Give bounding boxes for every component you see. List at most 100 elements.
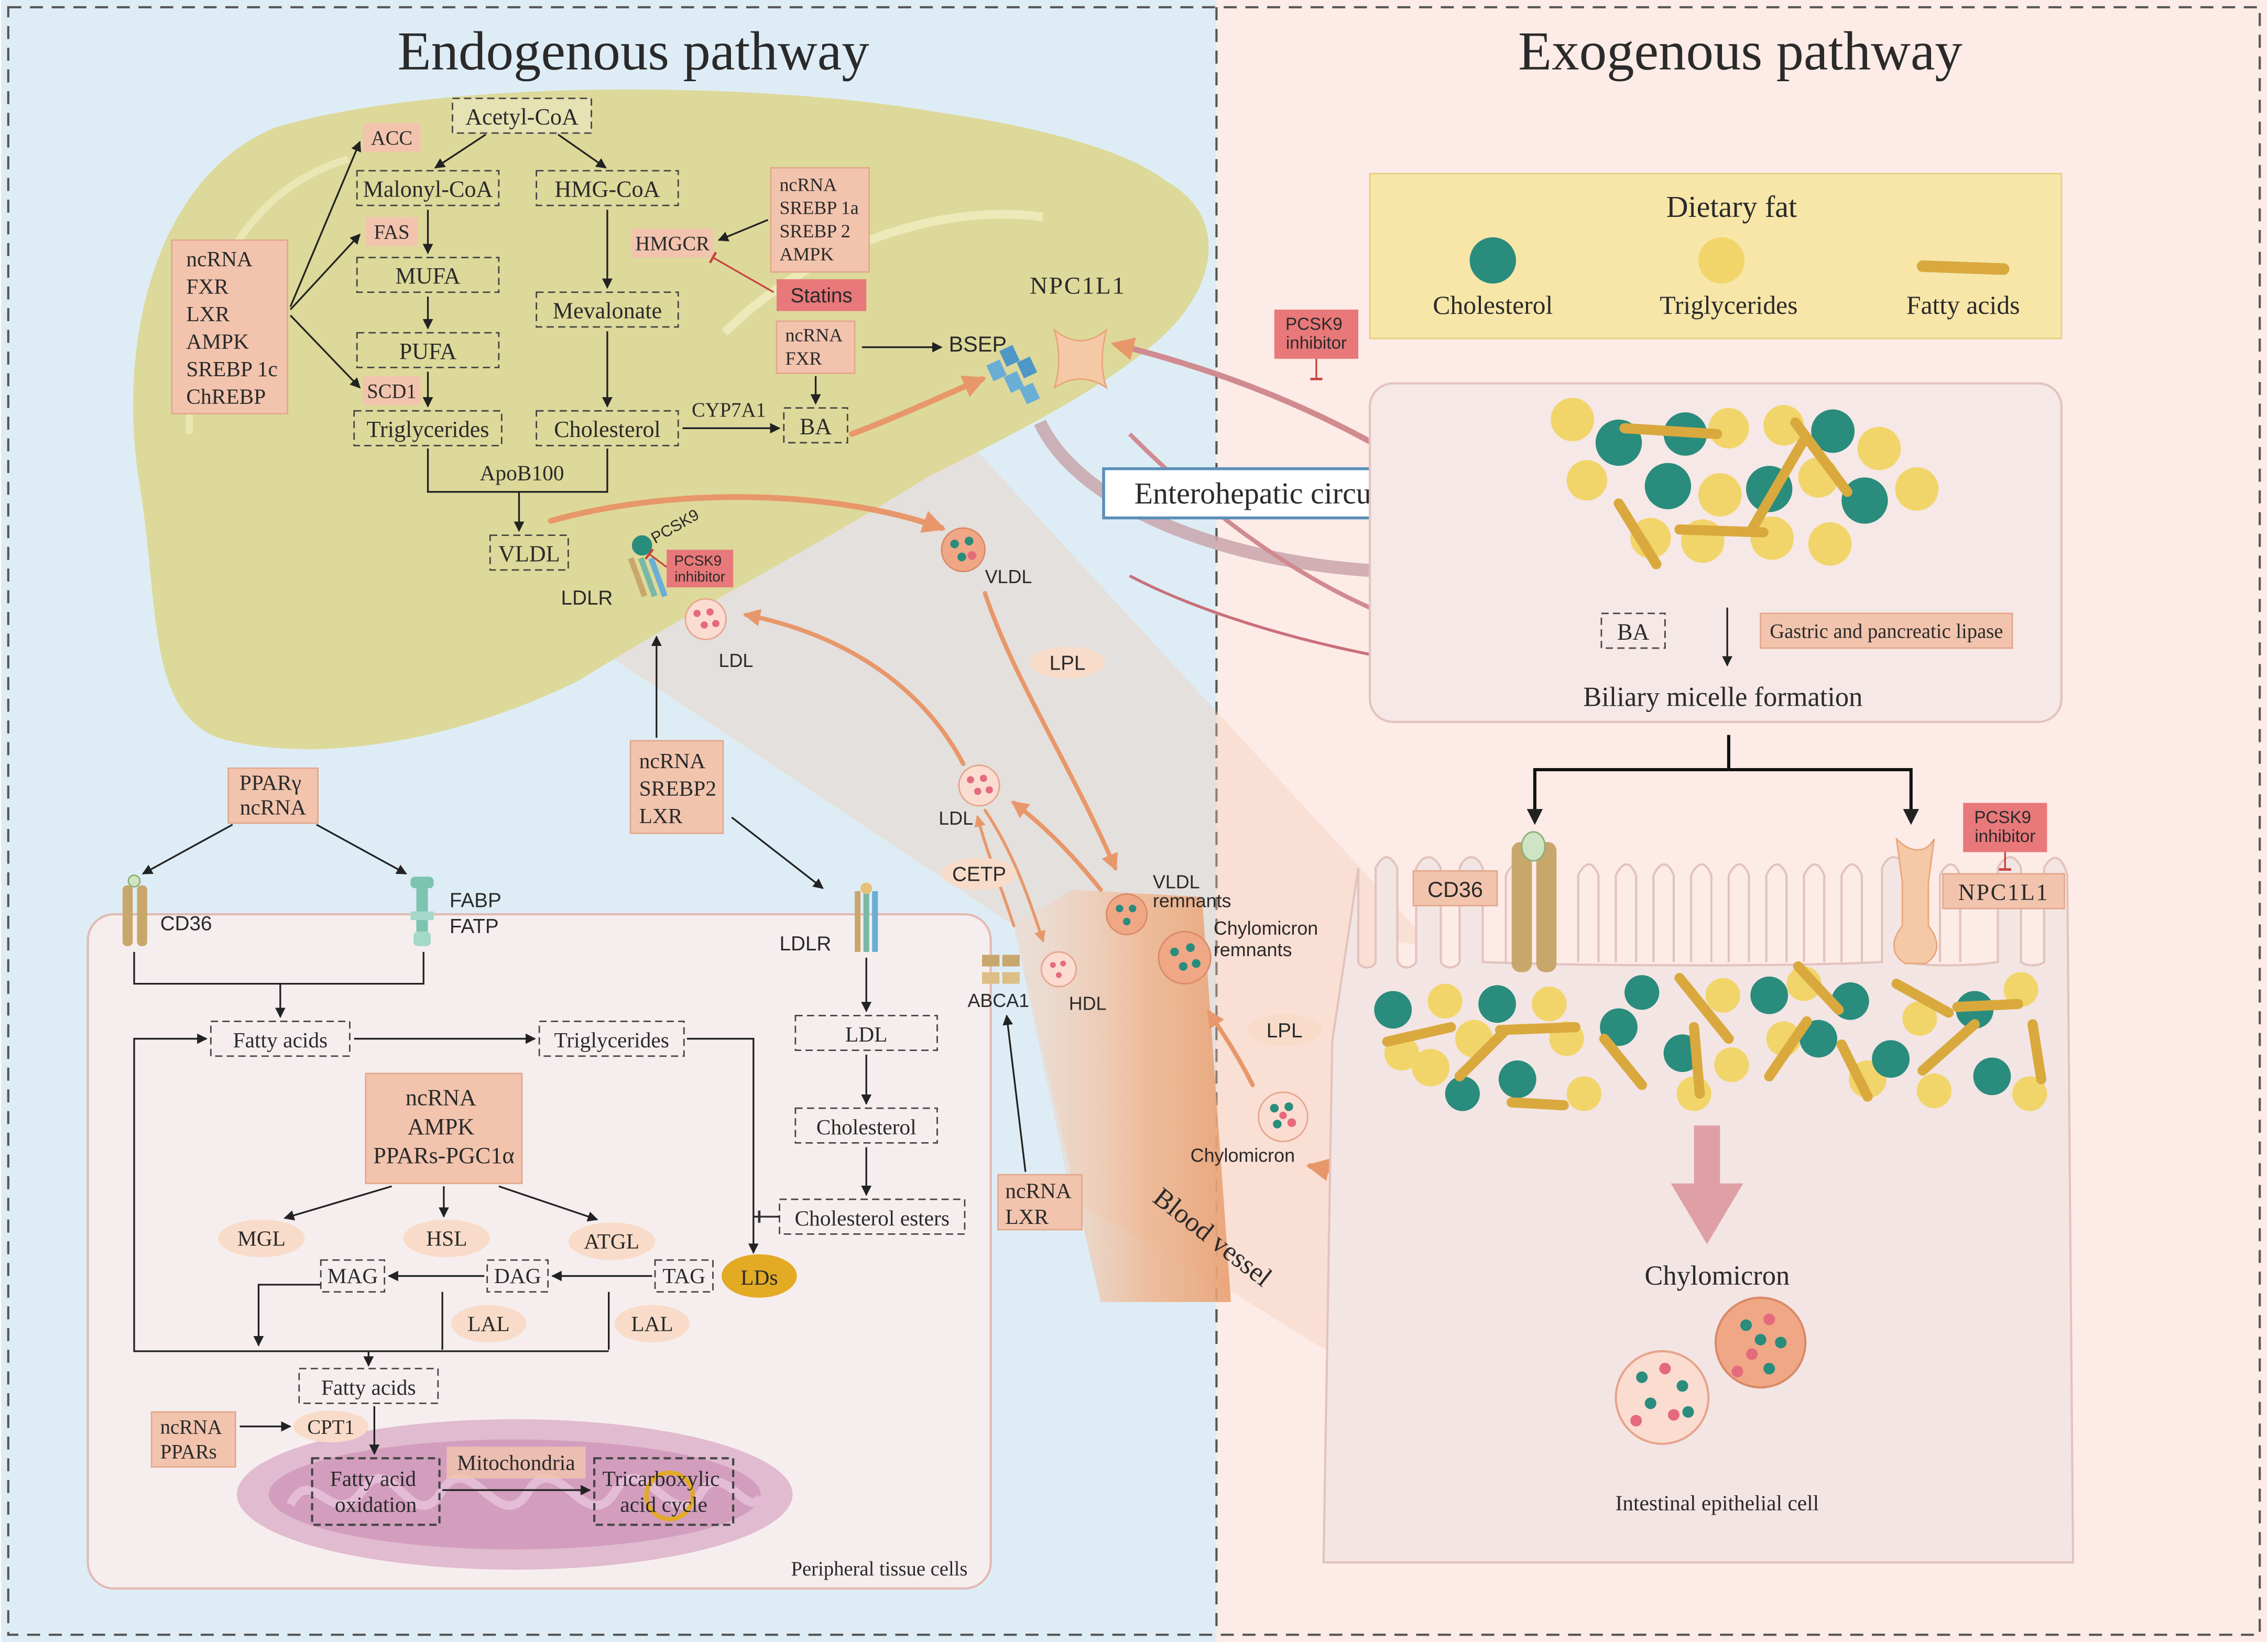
- npc1l1-liver-icon: [1053, 327, 1108, 390]
- statins-label: Statins: [791, 284, 853, 307]
- node-pufa-label: PUFA: [399, 338, 457, 364]
- ldl-liver-particle: [684, 598, 727, 640]
- fao-text: Fatty acid oxidation: [330, 1466, 422, 1517]
- vldl-remnant-particle: [1106, 893, 1148, 936]
- regulator-hmgcr-0: ncRNA: [779, 174, 837, 195]
- chylomicron-mid-particle: [1258, 1091, 1309, 1142]
- acc-label: ACC: [371, 127, 412, 149]
- microvilli: [1504, 863, 1961, 962]
- fao-1: oxidation: [335, 1492, 417, 1516]
- legend-triglycerides-label: Triglycerides: [1660, 291, 1797, 320]
- liver: [133, 89, 1209, 749]
- abca1-icon: [982, 955, 1020, 984]
- node-triglycerides-peripheral-label: Triglycerides: [554, 1028, 669, 1052]
- npc1l1-intestine-icon: [1893, 837, 1938, 965]
- hmgcr-label: HMGCR: [635, 233, 710, 255]
- node-mag: [320, 1259, 386, 1293]
- regulator-lipolysis-1: AMPK: [408, 1114, 475, 1140]
- chylomicron-intestine-label: Chylomicron: [1644, 1261, 1790, 1291]
- hsl-label: HSL: [426, 1226, 467, 1250]
- regulator-cpt1-1: PPARs: [160, 1441, 217, 1463]
- vldl-remnants-text: VLDL remnants: [1153, 871, 1231, 911]
- arrow-vldl-remnant: [983, 590, 1118, 871]
- regulator-left-2: LXR: [186, 302, 230, 326]
- pcsk9-inhibitor-top-1: inhibitor: [1286, 333, 1347, 353]
- regulators-lipolysis-box: [365, 1072, 523, 1185]
- ldl-mid-particle: [958, 764, 1000, 807]
- lipase-box: [1760, 612, 2013, 649]
- arrow-ldl-liver: [743, 609, 966, 767]
- lds-droplet: [722, 1254, 797, 1298]
- regulator-abca1-0: ncRNA: [1005, 1178, 1072, 1202]
- node-fatty-acids-2: [298, 1367, 439, 1404]
- node-malonyl-coa-label: Malonyl-CoA: [363, 177, 493, 202]
- hdl-label: HDL: [1069, 993, 1107, 1014]
- regulators-ba-box: [776, 320, 856, 374]
- branch-right: [1728, 768, 1919, 825]
- peripheral-nodes: PPARγ ncRNA CD36 FABP FATP LDLR Fatty: [122, 767, 966, 1526]
- regulator-left-0: ncRNA: [186, 247, 253, 271]
- arrow-acetyl-hmg: [558, 134, 607, 169]
- regulators-abca1-box: [997, 1174, 1083, 1231]
- chylomicron-down-arrow: [1671, 1125, 1743, 1244]
- line-cd36-fa: [133, 951, 424, 985]
- cpt1-label: CPT1: [307, 1416, 354, 1438]
- line-tg-chol-apob: [427, 448, 608, 493]
- node-mufa: [356, 257, 500, 293]
- npc1l1-intestine-label: NPC1L1: [1958, 879, 2049, 905]
- peripheral-arrows: [133, 824, 872, 1496]
- regulators-pparg-box: [227, 767, 319, 824]
- mitochondria-label: Mitochondria: [457, 1450, 575, 1474]
- arrow-tg-lds: [686, 1037, 759, 1254]
- pcsk9-inhibitor-cell-0: PCSK9: [1974, 808, 2031, 827]
- micelle-label: Biliary micelle formation: [1583, 682, 1862, 712]
- arrow-lipo-mgl: [284, 1185, 392, 1221]
- inhibit-pcsk9-liver: [645, 548, 668, 568]
- regulator-left-1: FXR: [186, 275, 228, 299]
- arrow-chylo-remnant: [1207, 1010, 1255, 1088]
- cetp-label: CETP: [952, 863, 1006, 886]
- outer-frame: [7, 6, 2261, 1636]
- pcsk9-inhibitor-cell-1: inhibitor: [1975, 827, 2035, 846]
- arrow-reg-acc: [289, 140, 361, 308]
- fao-0: Fatty acid: [330, 1466, 417, 1491]
- node-fatty-acids-1: [210, 1021, 351, 1057]
- arrow-reg-fas: [289, 233, 361, 311]
- arrow-ba-bsep: [849, 376, 987, 437]
- regulators-ldlr-text: ncRNA SREBP2 LXR: [639, 749, 722, 828]
- node-ldl-peripheral: [794, 1015, 938, 1052]
- ldl-liver-label: LDL: [719, 650, 754, 671]
- intestine-contents: [1374, 961, 2047, 1111]
- node-dag: [486, 1259, 549, 1293]
- pcsk9-inhibitor-liver-0: PCSK9: [674, 553, 722, 569]
- vldl-remnants-0: VLDL: [1153, 871, 1200, 892]
- fas-badge: [365, 217, 418, 246]
- regulators-cpt1-text: ncRNA PPARs: [160, 1416, 227, 1463]
- scd1-label: SCD1: [367, 380, 417, 402]
- lal-badge-1: [451, 1305, 527, 1343]
- exogenous-title: Exogenous pathway: [1518, 21, 1962, 82]
- enzymes-mid: LPL CETP LPL: [941, 647, 1322, 1046]
- lal-label-1: LAL: [467, 1311, 510, 1336]
- regulator-left-3: AMPK: [186, 329, 249, 353]
- scd1-badge: [363, 376, 421, 406]
- node-fatty-acids-1-label: Fatty acids: [233, 1028, 328, 1052]
- endogenous-title: Endogenous pathway: [397, 21, 869, 82]
- regulators-hmgcr-box: [770, 167, 870, 273]
- tca-text: Tricarboxylic acid cycle: [602, 1466, 725, 1517]
- node-hmg-coa: [536, 170, 679, 206]
- line-bottom-loop: [133, 1033, 609, 1352]
- regulator-ba-0: ncRNA: [786, 325, 843, 346]
- tca-1: acid cycle: [620, 1492, 707, 1516]
- legend-fatty-acids-label: Fatty acids: [1906, 291, 2020, 320]
- arrow-vldl-circulation: [548, 494, 946, 533]
- regulator-ldlr-0: ncRNA: [639, 749, 706, 773]
- atgl-badge: [568, 1222, 656, 1261]
- chylomicron-remnant-particle: [1158, 931, 1212, 985]
- regulators-pparg-text: PPARγ ncRNA: [239, 771, 307, 819]
- ldl-mid-label: LDL: [939, 808, 973, 829]
- arrow-remnant-ldl: [1011, 801, 1103, 892]
- node-acetyl-coa: [452, 97, 592, 134]
- chylomicron-remnants-1: remnants: [1214, 939, 1292, 960]
- lds-label: LDs: [740, 1265, 778, 1289]
